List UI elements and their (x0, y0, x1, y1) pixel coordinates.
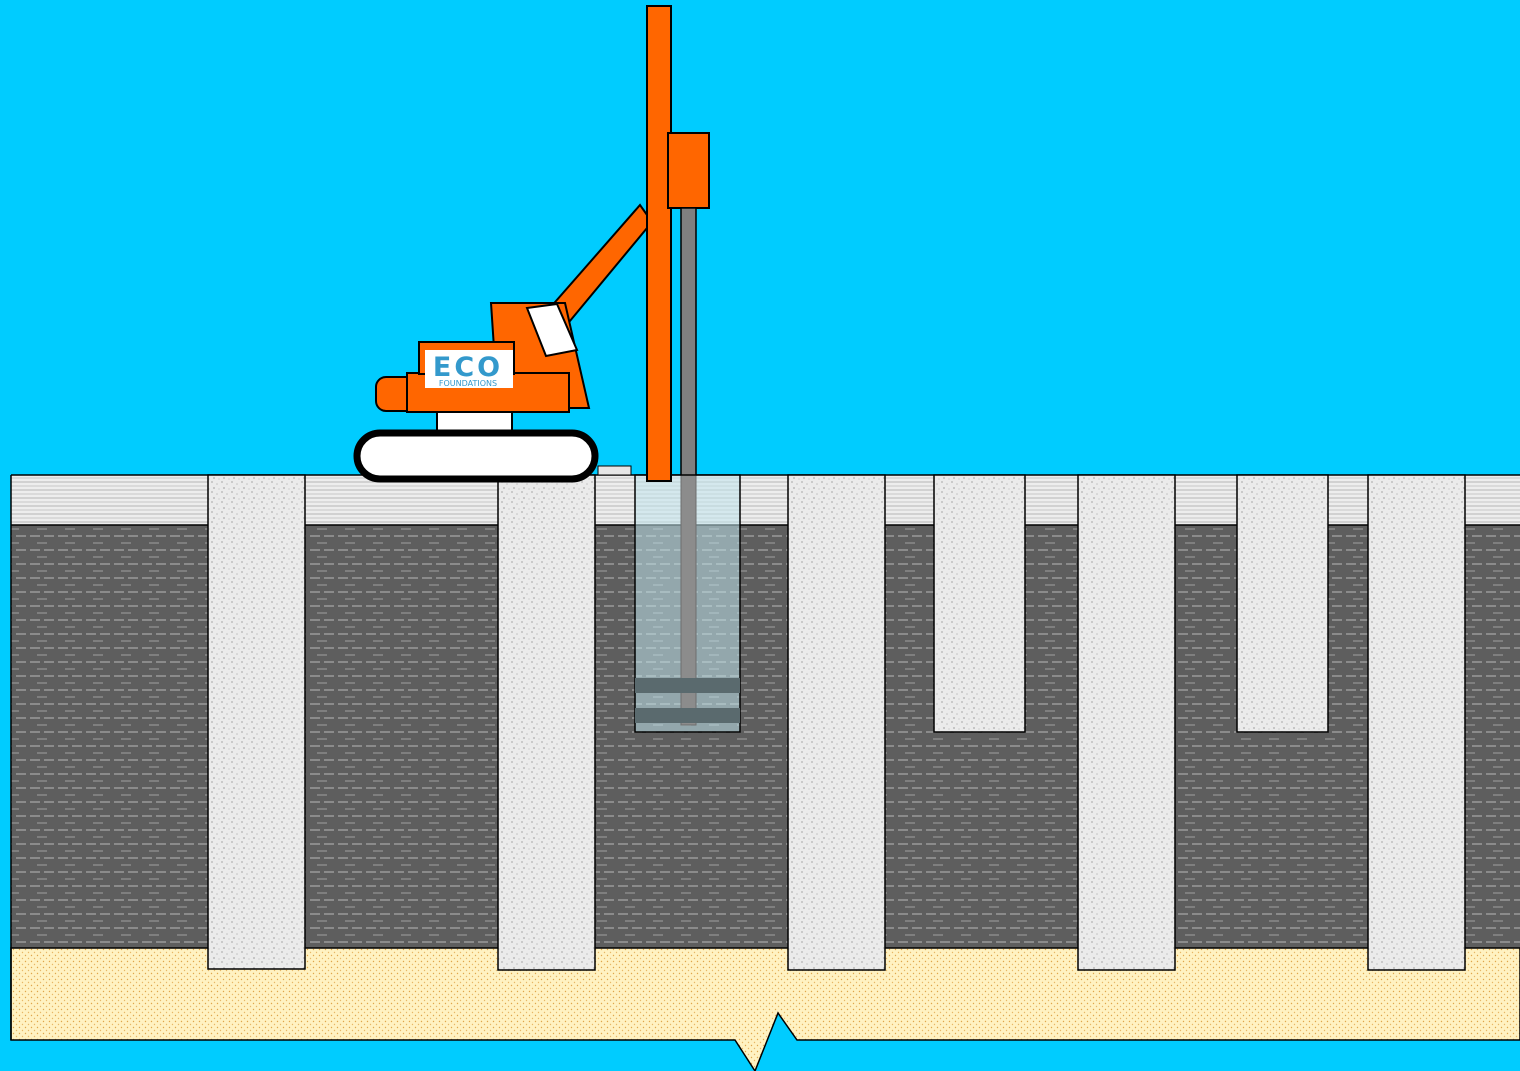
auger-flight (635, 708, 740, 723)
rig-turntable (436, 411, 513, 433)
stone-column (497, 474, 596, 971)
rig-cab-window (525, 302, 579, 358)
auger-drive-head (667, 132, 710, 209)
piling-rig: ECO FOUNDATIONS (353, 5, 710, 483)
stone-column (207, 474, 306, 970)
stone-column (1077, 474, 1176, 971)
sand-layer (10, 947, 1520, 1071)
eco-foundations-logo: ECO FOUNDATIONS (425, 350, 513, 388)
rig-crawler-track (353, 429, 599, 483)
logo-brand-text: ECO (433, 352, 503, 383)
rig-ground-pad (597, 465, 632, 476)
stone-column (787, 474, 886, 971)
stone-column-partial (1236, 474, 1329, 733)
rig-mast (646, 5, 672, 482)
stone-column-partial (933, 474, 1026, 733)
logo-tagline-text: FOUNDATIONS (439, 379, 497, 388)
stone-column (1367, 474, 1466, 971)
auger-flight (635, 678, 740, 693)
auger-kelly-bar (680, 207, 697, 476)
stone-columns (207, 474, 1466, 971)
bore-hole (634, 474, 741, 733)
